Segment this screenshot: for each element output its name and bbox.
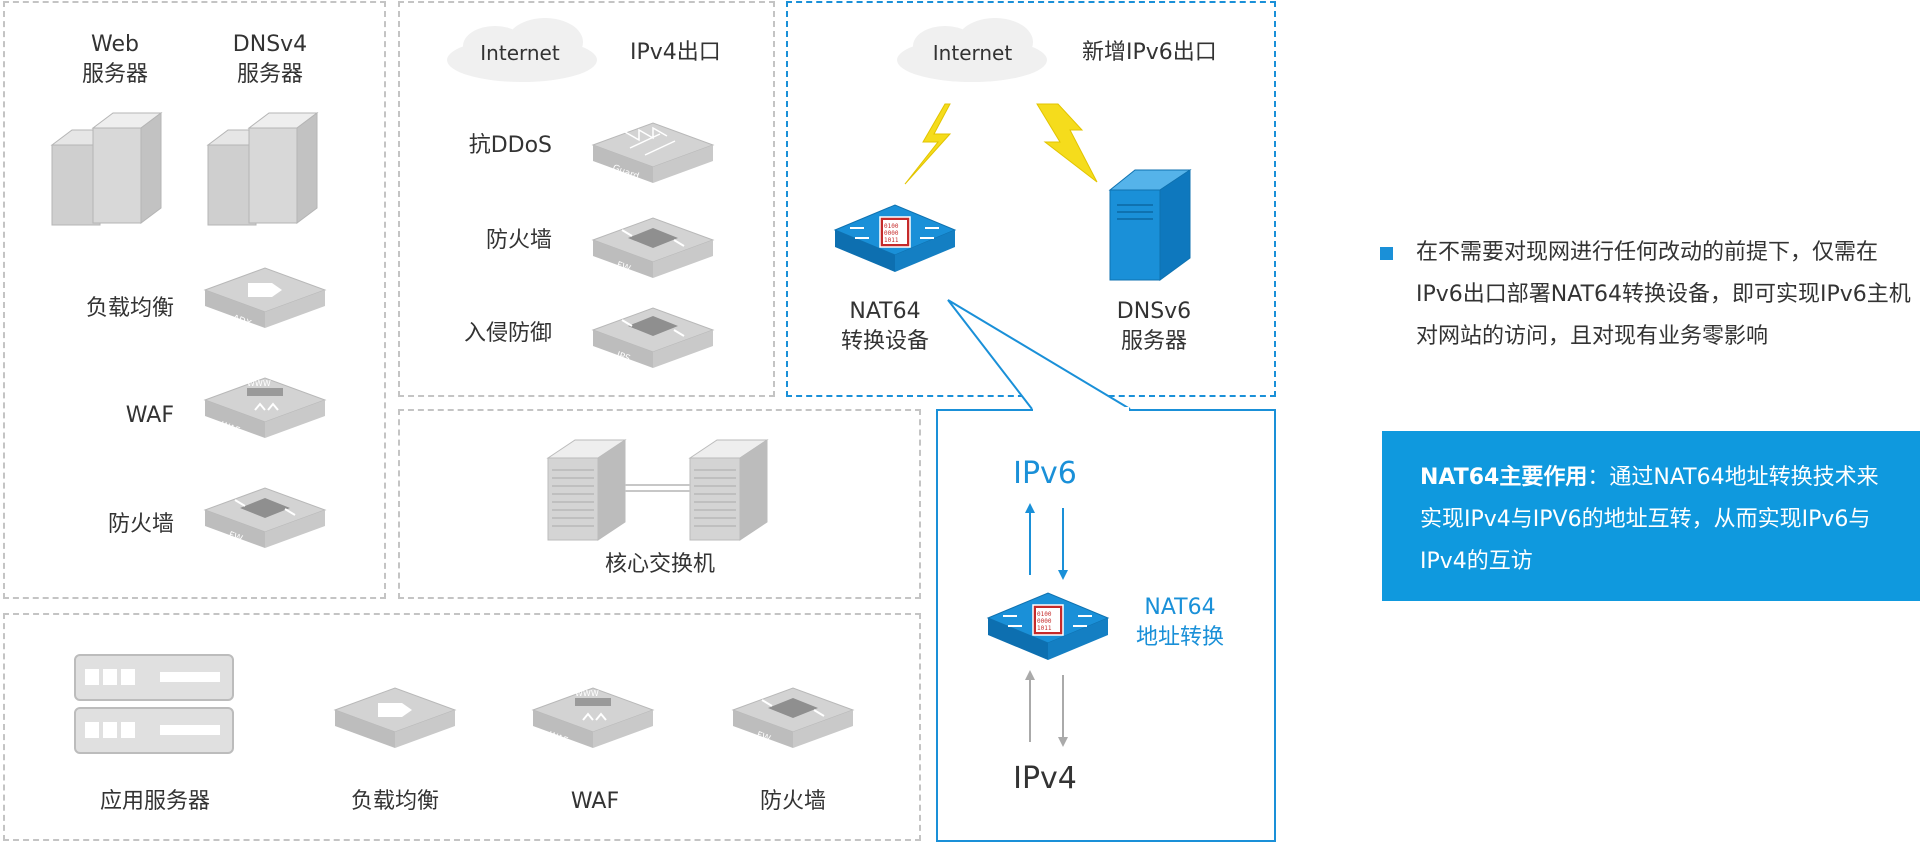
nat64-device-icon: 0100 0000 1011 <box>833 204 957 272</box>
svg-text:0000: 0000 <box>884 230 899 237</box>
firewall-icon: FW <box>203 487 327 548</box>
description-text: 在不需要对现网进行任何改动的前提下，仅需在IPv6出口部署NAT64转换设备，即… <box>1416 240 1911 349</box>
waf-bottom-label: WAF <box>570 789 620 814</box>
svg-text:FW: FW <box>755 730 772 744</box>
panel-colon: ： <box>1587 465 1610 490</box>
panel-title: NAT64主要作用 <box>1420 465 1588 490</box>
dnsv6-server-icon <box>1108 169 1192 281</box>
anti-ddos-label: 抗DDoS <box>468 133 552 158</box>
description-note: 在不需要对现网进行任何改动的前提下，仅需在IPv6出口部署NAT64转换设备，即… <box>1380 232 1920 358</box>
app-server-zone <box>3 613 921 841</box>
firewall-label: 防火墙 <box>107 512 174 537</box>
ipv6-label: IPv6 <box>1013 456 1077 491</box>
svg-text:WWW: WWW <box>575 689 599 698</box>
bullet-square-icon <box>1380 247 1393 260</box>
core-switch-label: 核心交换机 <box>604 552 715 577</box>
svg-text:FW: FW <box>615 260 632 274</box>
app-server-icon <box>74 654 234 754</box>
firewall-bottom-icon: FW <box>731 687 855 748</box>
core-switch-zone <box>398 409 921 599</box>
firewall-ipv4-icon: FW <box>591 217 715 278</box>
nat64-device-label: NAT64 转换设备 <box>840 299 929 354</box>
load-balancer-bottom-icon: ADX <box>333 687 457 749</box>
internet-label-ipv6: Internet <box>932 41 1013 65</box>
ips-label: 入侵防御 <box>463 321 552 346</box>
waf-icon: WWW WAF <box>203 377 327 438</box>
app-server-label: 应用服务器 <box>99 789 210 814</box>
dnsv6-server-label: DNSv6 服务器 <box>1116 299 1192 354</box>
ipv6-exit-label: 新增IPv6出口 <box>1082 40 1217 65</box>
svg-text:FW: FW <box>227 530 244 544</box>
svg-text:1011: 1011 <box>1037 625 1052 632</box>
web-server-icon <box>50 112 163 226</box>
internet-cloud-ipv6 <box>897 18 1047 82</box>
panel-body: 通过NAT64地址转换技术来实现IPv4与IPV6的地址互转，从而实现IPv6与… <box>1420 465 1879 574</box>
ipv4-label: IPv4 <box>1013 761 1077 796</box>
internet-label-ipv4: Internet <box>480 41 560 65</box>
svg-text:IPS: IPS <box>615 350 632 364</box>
waf-label: WAF <box>125 403 174 428</box>
load-balance-label: 负载均衡 <box>85 296 174 321</box>
nat64-info-panel: NAT64主要作用：通过NAT64地址转换技术来实现IPv4与IPV6的地址互转… <box>1382 431 1920 601</box>
lightning-bolt-right <box>1036 103 1098 183</box>
waf-bottom-icon: WWW WAF <box>531 687 655 748</box>
nat64-translation-label: NAT64 地址转换 <box>1135 595 1224 650</box>
svg-text:0000: 0000 <box>1037 618 1052 625</box>
svg-text:WWW: WWW <box>247 379 271 388</box>
firewall-ipv4-label: 防火墙 <box>485 228 552 253</box>
dnsv4-server-label: DNSv4 服务器 <box>232 32 308 87</box>
firewall-bottom-label: 防火墙 <box>759 789 826 814</box>
ipv4-exit-label: IPv4出口 <box>630 40 721 65</box>
load-balance-bottom-label: 负载均衡 <box>350 789 439 814</box>
svg-text:0100: 0100 <box>884 223 899 230</box>
svg-text:0100: 0100 <box>1037 611 1052 618</box>
nat64-detail-device-icon: 0100 0000 1011 <box>986 592 1110 660</box>
internet-cloud-ipv4 <box>447 18 597 82</box>
svg-text:1011: 1011 <box>884 237 899 244</box>
core-switch-icon <box>546 439 769 541</box>
load-balancer-icon: ADX <box>203 267 327 329</box>
dnsv4-server-icon <box>206 112 319 226</box>
ipv4-exit-zone <box>398 1 775 397</box>
left-server-zone <box>3 1 386 599</box>
ips-icon: IPS <box>591 307 715 368</box>
web-server-label: Web 服务器 <box>81 32 148 87</box>
lightning-bolt-left <box>904 103 952 185</box>
callout-connector <box>947 299 1131 410</box>
anti-ddos-icon: Guard <box>591 122 715 183</box>
